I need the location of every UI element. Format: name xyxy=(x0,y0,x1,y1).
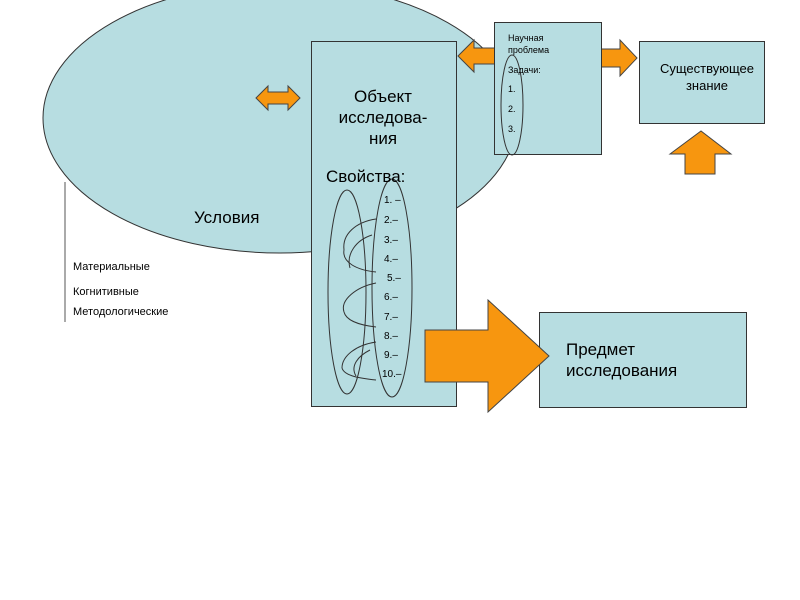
subject-label: Предмет исследования xyxy=(566,339,677,381)
property-links xyxy=(341,218,377,381)
task-item: 1. xyxy=(508,84,516,94)
tasks-ellipse xyxy=(500,54,524,156)
task-item: 3. xyxy=(508,124,516,134)
problem-title: Научная проблема xyxy=(508,32,549,56)
object-title-line: ния xyxy=(368,129,398,148)
properties-label: Свойства: xyxy=(326,167,406,186)
condition-item-methodological: Методологические xyxy=(73,306,169,318)
property-item: 10.– xyxy=(382,369,402,380)
arrow-problem-knowledge-icon xyxy=(600,38,638,78)
knowledge-box xyxy=(639,41,765,124)
knowledge-label: Существующее знание xyxy=(644,60,770,94)
subject-label-line: исследования xyxy=(566,361,678,380)
big-arrow-object-subject-icon xyxy=(424,298,550,414)
property-item: 3.– xyxy=(384,235,398,246)
property-item: 1. – xyxy=(384,195,401,206)
property-item: 2.– xyxy=(384,215,398,226)
problem-box xyxy=(494,22,602,155)
knowledge-label-line: Существующее xyxy=(659,61,754,76)
condition-item-cognitive: Когнитивные xyxy=(73,286,139,298)
property-item: 7.– xyxy=(384,312,398,323)
up-arrow-knowledge-icon xyxy=(668,130,733,175)
object-title-line: исследова- xyxy=(338,108,428,127)
knowledge-label-line: знание xyxy=(685,78,729,93)
conditions-label: Условия xyxy=(194,208,260,227)
object-title-line: Объект xyxy=(354,87,412,106)
task-item: 2. xyxy=(508,104,516,114)
subject-label-line: Предмет xyxy=(566,340,636,359)
properties-right-ellipse xyxy=(371,178,413,398)
condition-item-material: Материальные xyxy=(73,261,150,273)
property-item: 9.– xyxy=(384,350,398,361)
problem-title-line: проблема xyxy=(508,45,550,55)
object-title: Объект исследова- ния xyxy=(320,86,446,149)
property-item: 8.– xyxy=(384,331,398,342)
property-item: 5.– xyxy=(387,273,401,284)
double-arrow-icon xyxy=(255,84,301,112)
problem-title-line: Научная xyxy=(508,33,544,43)
property-item: 4.– xyxy=(384,254,398,265)
properties-left-ellipse xyxy=(327,189,367,395)
subject-box xyxy=(539,312,747,408)
property-item: 6.– xyxy=(384,292,398,303)
tasks-label: Задачи: xyxy=(508,65,541,75)
